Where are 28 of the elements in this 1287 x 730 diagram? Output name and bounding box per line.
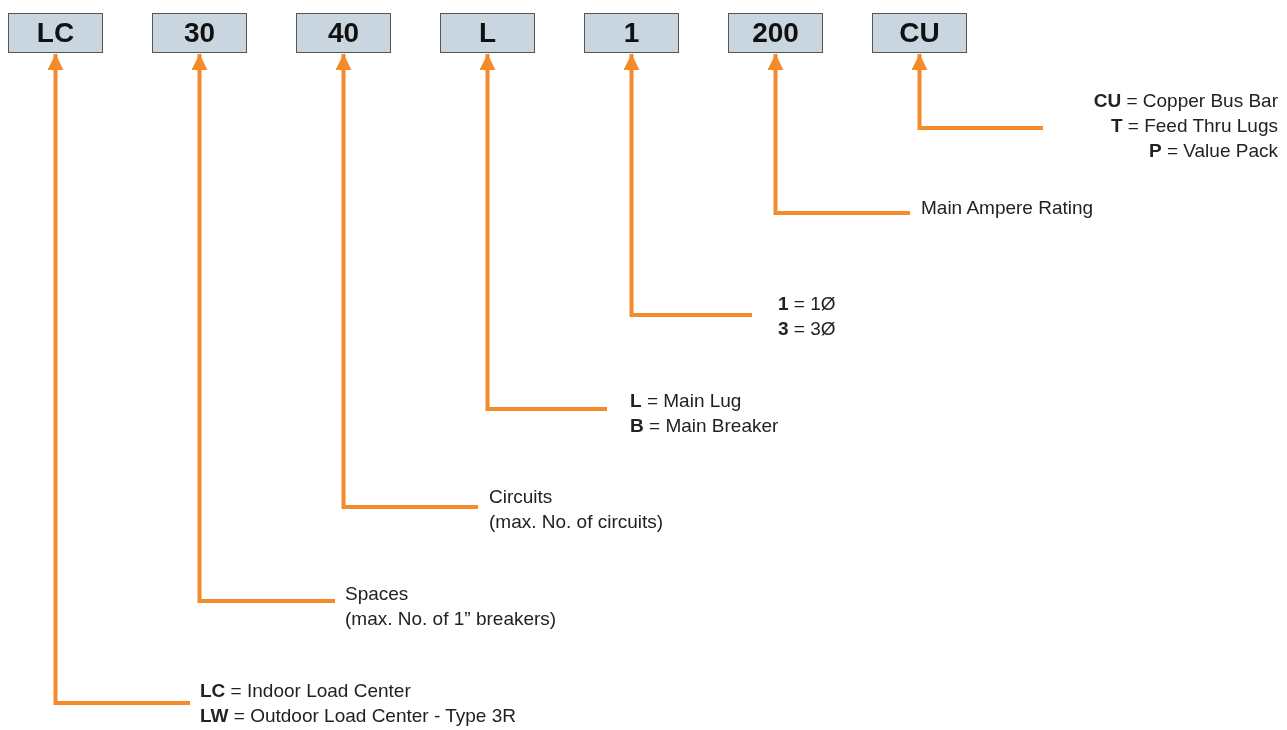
description-text: (max. No. of circuits) bbox=[489, 510, 664, 534]
leader-arrow bbox=[479, 54, 607, 411]
description-text: (max. No. of 1” breakers) bbox=[345, 607, 557, 631]
description-text: 1 = 1Ø bbox=[778, 292, 836, 316]
leader-arrow bbox=[623, 54, 752, 317]
leader-arrow bbox=[191, 54, 335, 603]
description-text: 3 = 3Ø bbox=[778, 317, 836, 341]
description-text: L = Main Lug bbox=[630, 389, 743, 413]
description-text: LC = Indoor Load Center bbox=[200, 679, 412, 703]
description-text: P = Value Pack bbox=[1147, 139, 1278, 163]
description-text: CU = Copper Bus Bar bbox=[1092, 89, 1278, 113]
description-text: Main Ampere Rating bbox=[921, 196, 1094, 220]
leader-arrow bbox=[47, 54, 190, 705]
leader-arrow bbox=[335, 54, 478, 509]
description-text: B = Main Breaker bbox=[630, 414, 779, 438]
code-box: CU bbox=[872, 13, 967, 53]
description-text: T = Feed Thru Lugs bbox=[1109, 114, 1278, 138]
code-box: 40 bbox=[296, 13, 391, 53]
code-box: L bbox=[440, 13, 535, 53]
description-text: Spaces bbox=[345, 582, 410, 606]
leader-arrow bbox=[767, 54, 910, 215]
description-text: LW = Outdoor Load Center - Type 3R bbox=[200, 704, 516, 728]
leader-arrow bbox=[911, 54, 1043, 130]
code-box: 200 bbox=[728, 13, 823, 53]
description-text: Circuits bbox=[489, 485, 554, 509]
code-box: LC bbox=[8, 13, 103, 53]
code-box: 30 bbox=[152, 13, 247, 53]
code-box: 1 bbox=[584, 13, 679, 53]
